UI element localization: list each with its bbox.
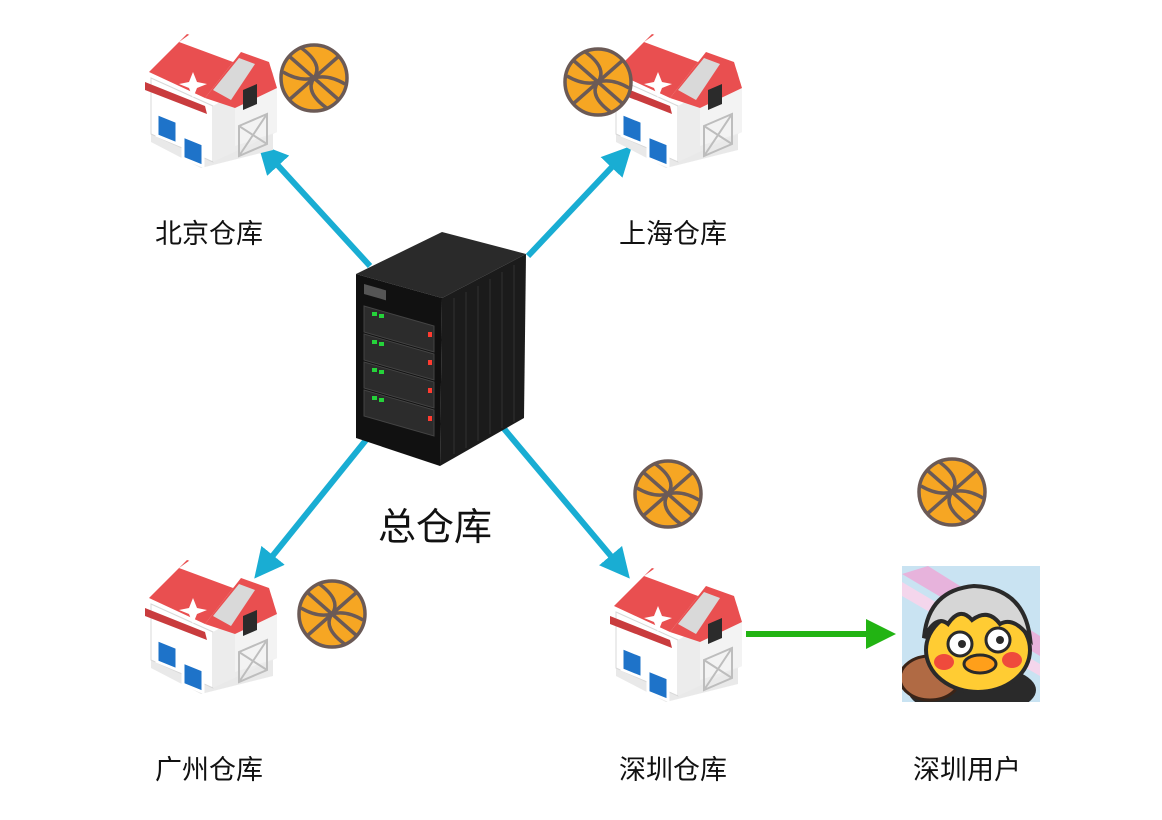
hub-label: 总仓库 [378,505,493,549]
user-label: 深圳用户 [913,755,1021,786]
basketball-icon [278,42,350,114]
basketball-icon [296,578,368,650]
server-icon [356,232,526,466]
arrow-hub-to-shanghai [525,145,633,259]
arrow-hub-to-guangzhou [254,438,369,579]
basketball-icon [632,458,704,530]
arrow-hub-to-shenzhen [497,422,630,579]
user-avatar-icon [902,566,1040,702]
warehouse-label-beijing: 北京仓库 [155,219,263,250]
warehouse-icon [608,562,748,702]
basketball-icon [562,46,634,118]
warehouse-icon [143,28,283,168]
warehouse-icon [143,554,283,694]
arrow-hub-to-beijing [257,143,373,269]
warehouse-label-guangzhou: 广州仓库 [155,755,263,786]
warehouse-label-shenzhen: 深圳仓库 [619,755,727,786]
warehouse-label-shanghai: 上海仓库 [619,219,727,250]
basketball-icon [916,456,988,528]
